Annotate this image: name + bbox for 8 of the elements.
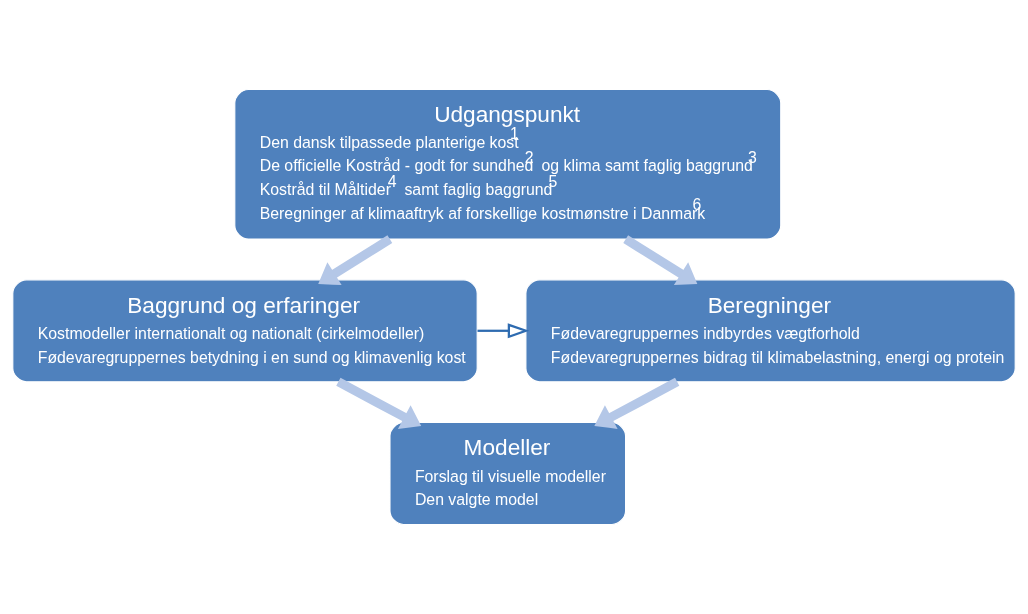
arrow	[594, 377, 680, 429]
node-box: Beregninger Fødevaregruppernes indbyrdes vægtforhold Fødevaregruppernes bidrag til klimabelastning, energi og protein	[525, 279, 1016, 383]
arrow	[477, 323, 530, 339]
arrow	[623, 235, 698, 286]
node-box: Baggrund og erfaringer Kostmodeller internationalt og nationalt (cirkelmodeller) Fødevaregruppernes betydning i en sund og klimavenlig kost	[12, 279, 478, 383]
arrow	[318, 235, 393, 286]
node-box: Modeller Forslag til visuelle modeller Den valgte model	[389, 421, 627, 526]
arrow	[336, 377, 422, 429]
